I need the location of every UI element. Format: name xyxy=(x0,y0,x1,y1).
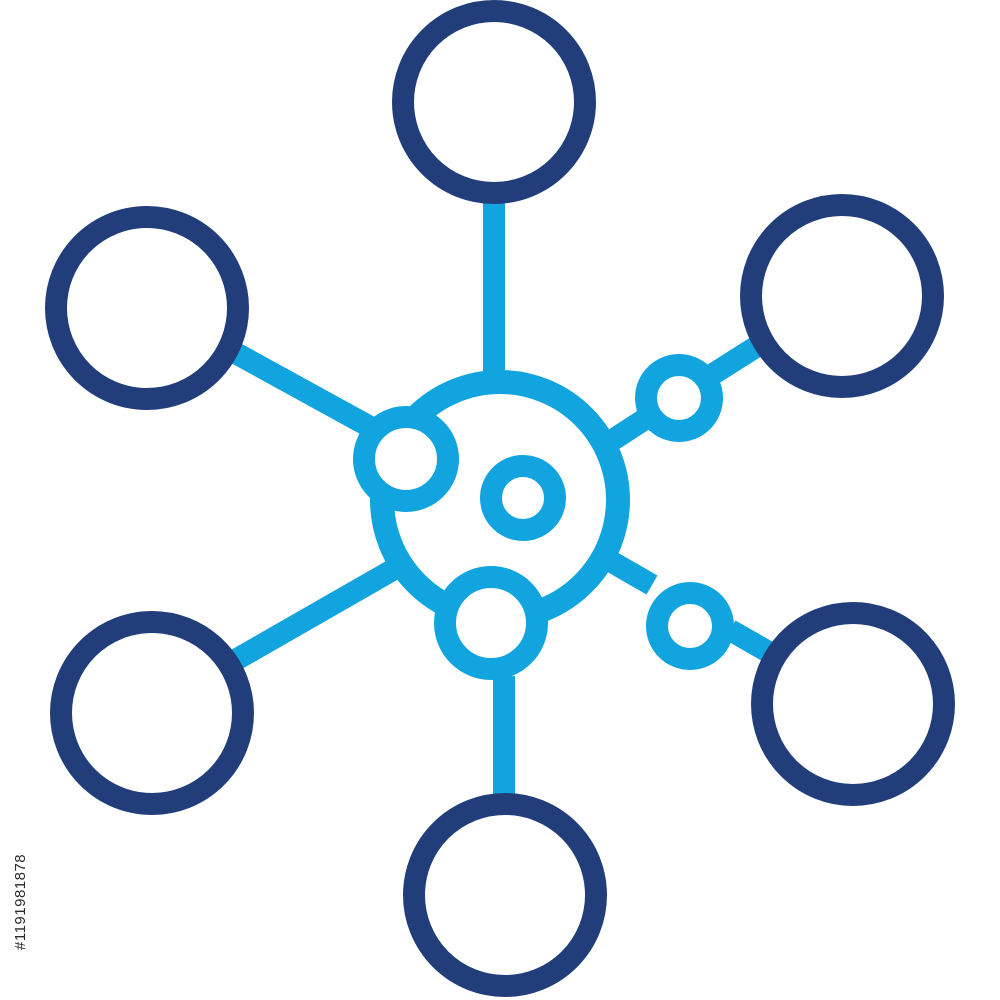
stock-id-text: #1191981878 xyxy=(12,853,29,950)
lower-right-connector-node xyxy=(646,582,734,670)
hub-left-bubble xyxy=(353,406,459,512)
outer-node-top xyxy=(392,0,596,204)
upper-right-connector-node xyxy=(635,354,723,442)
outer-node-lower-right xyxy=(751,602,955,806)
link-lower-left xyxy=(226,558,402,672)
link-lower-right-a xyxy=(606,552,658,595)
hub-bottom-bubble xyxy=(434,566,548,680)
hub-center-dot xyxy=(480,455,566,541)
outer-node-lower-left xyxy=(50,611,254,815)
outer-node-upper-left xyxy=(45,206,249,410)
outer-node-upper-right xyxy=(740,194,944,398)
connection-lines xyxy=(224,200,778,798)
link-upper-right-b xyxy=(704,333,768,386)
outer-node-bottom xyxy=(403,793,607,997)
link-lower-right-b xyxy=(724,620,778,664)
outer-nodes xyxy=(45,0,955,997)
link-upper-left xyxy=(224,340,378,438)
central-hub xyxy=(353,354,734,680)
